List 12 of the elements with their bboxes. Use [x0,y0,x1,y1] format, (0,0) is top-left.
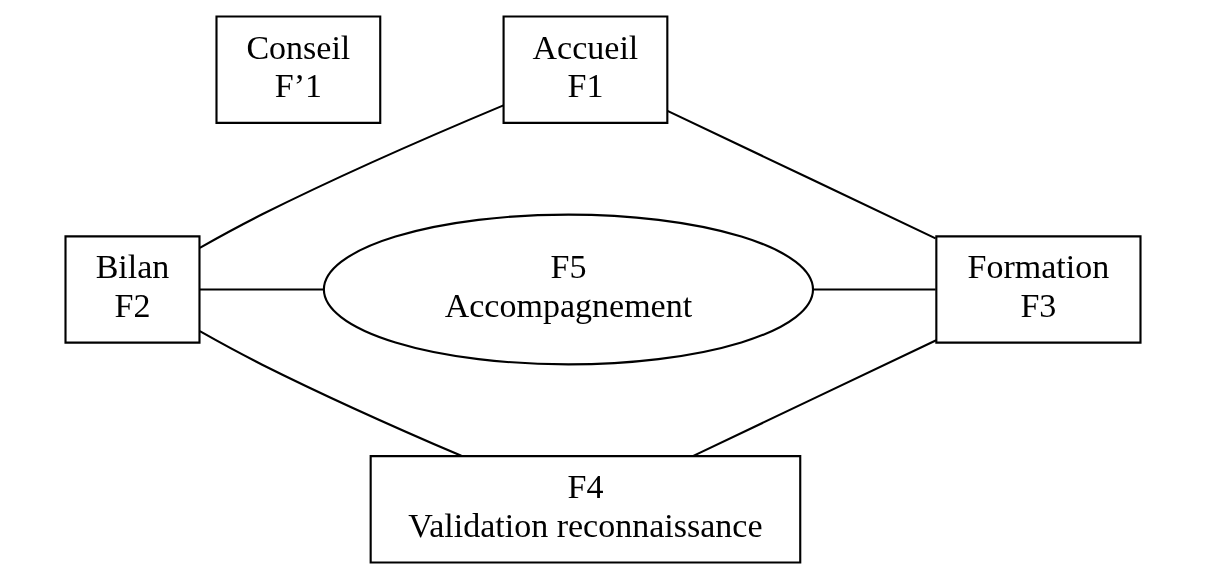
connector [199,104,504,249]
node-box: Bilan F2 [64,235,201,344]
connector [692,339,937,458]
node-box: Conseil F’1 [215,15,382,124]
node-box: F4 Validation reconnaissance [369,455,802,564]
node-ellipse: F5 Accompagnement [322,213,815,366]
connector [667,109,936,240]
node-box: Formation F3 [935,235,1142,344]
connector [199,288,324,291]
connector [199,330,462,457]
node-box: Accueil F1 [502,15,669,124]
connector [813,288,936,291]
